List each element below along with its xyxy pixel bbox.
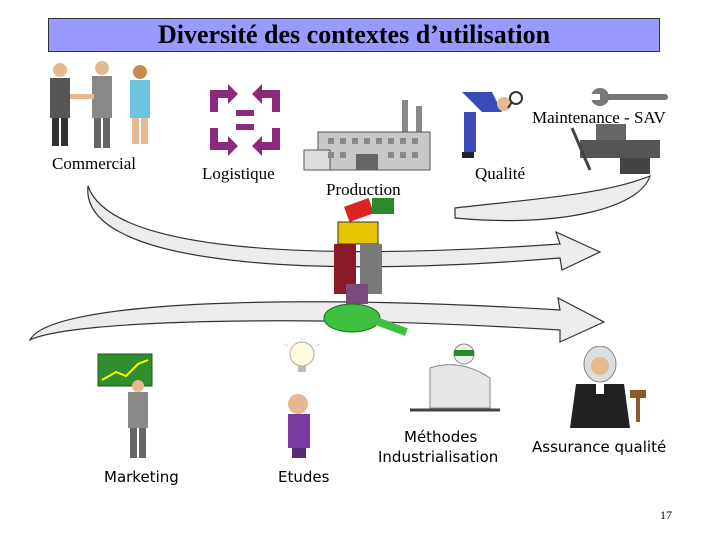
label-assurance: Assurance qualité — [532, 438, 667, 456]
wrench-vise-icon — [570, 88, 668, 174]
page-title: Diversité des contextes d’utilisation — [157, 20, 551, 49]
lower-flow-arrow — [28, 296, 606, 343]
recycle-arrows-icon — [210, 84, 280, 156]
label-qualite: Qualité — [475, 164, 526, 183]
upper-right-arrow — [454, 174, 651, 222]
label-commercial: Commercial — [52, 154, 137, 173]
label-logistique: Logistique — [202, 164, 275, 183]
factory-icon — [303, 100, 431, 171]
label-methodes-2: Industrialisation — [378, 448, 499, 466]
cleanroom-worker-icon — [410, 343, 500, 412]
lightbulb-thinker-icon — [283, 338, 321, 458]
label-marketing: Marketing — [104, 468, 179, 486]
page-number: 17 — [660, 508, 672, 522]
label-etudes: Etudes — [278, 468, 330, 486]
label-production: Production — [326, 180, 401, 199]
judge-gavel-icon — [570, 346, 646, 428]
engine-icon — [323, 198, 408, 336]
inspector-magnifier-icon — [462, 91, 523, 158]
label-maintenance: Maintenance - SAV — [532, 108, 666, 127]
title-banner: Diversité des contextes d’utilisation — [48, 18, 660, 52]
business-people-icon — [50, 61, 150, 148]
label-methodes-1: Méthodes — [404, 428, 478, 446]
upper-flow-arrow — [87, 185, 602, 271]
presenter-chart-icon — [97, 353, 153, 458]
